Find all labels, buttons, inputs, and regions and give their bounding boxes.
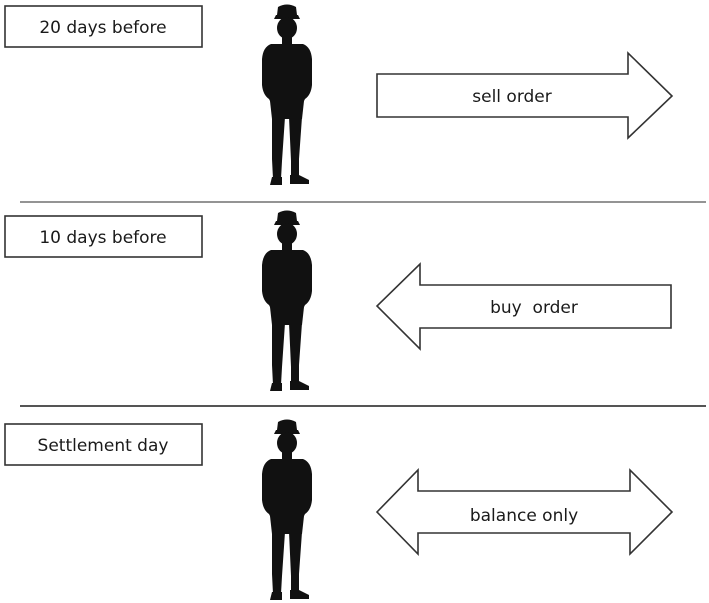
- panel-10-days-before: 10 days before buy order: [4, 210, 672, 391]
- panel-20-days-before: 20 days before sell order: [4, 4, 674, 185]
- buy-order-left-arrow: [375, 262, 672, 351]
- time-label-text: 10 days before: [39, 228, 166, 248]
- action-label-text: balance only: [470, 506, 578, 526]
- time-label-text: Settlement day: [38, 436, 169, 456]
- panel-settlement-day: Settlement day balance only: [4, 419, 674, 600]
- time-label-text: 20 days before: [39, 18, 166, 38]
- time-label-box: [4, 5, 203, 48]
- balance-only-double-arrow: [375, 468, 674, 556]
- person-silhouette-icon: [262, 419, 312, 600]
- person-silhouette-icon: [262, 210, 312, 391]
- action-label-text: buy order: [490, 298, 578, 318]
- action-label-text: sell order: [472, 87, 552, 107]
- time-label-box: [4, 423, 203, 466]
- time-label-box: [4, 215, 203, 258]
- person-silhouette-icon: [262, 4, 312, 185]
- sell-order-right-arrow: [376, 51, 674, 140]
